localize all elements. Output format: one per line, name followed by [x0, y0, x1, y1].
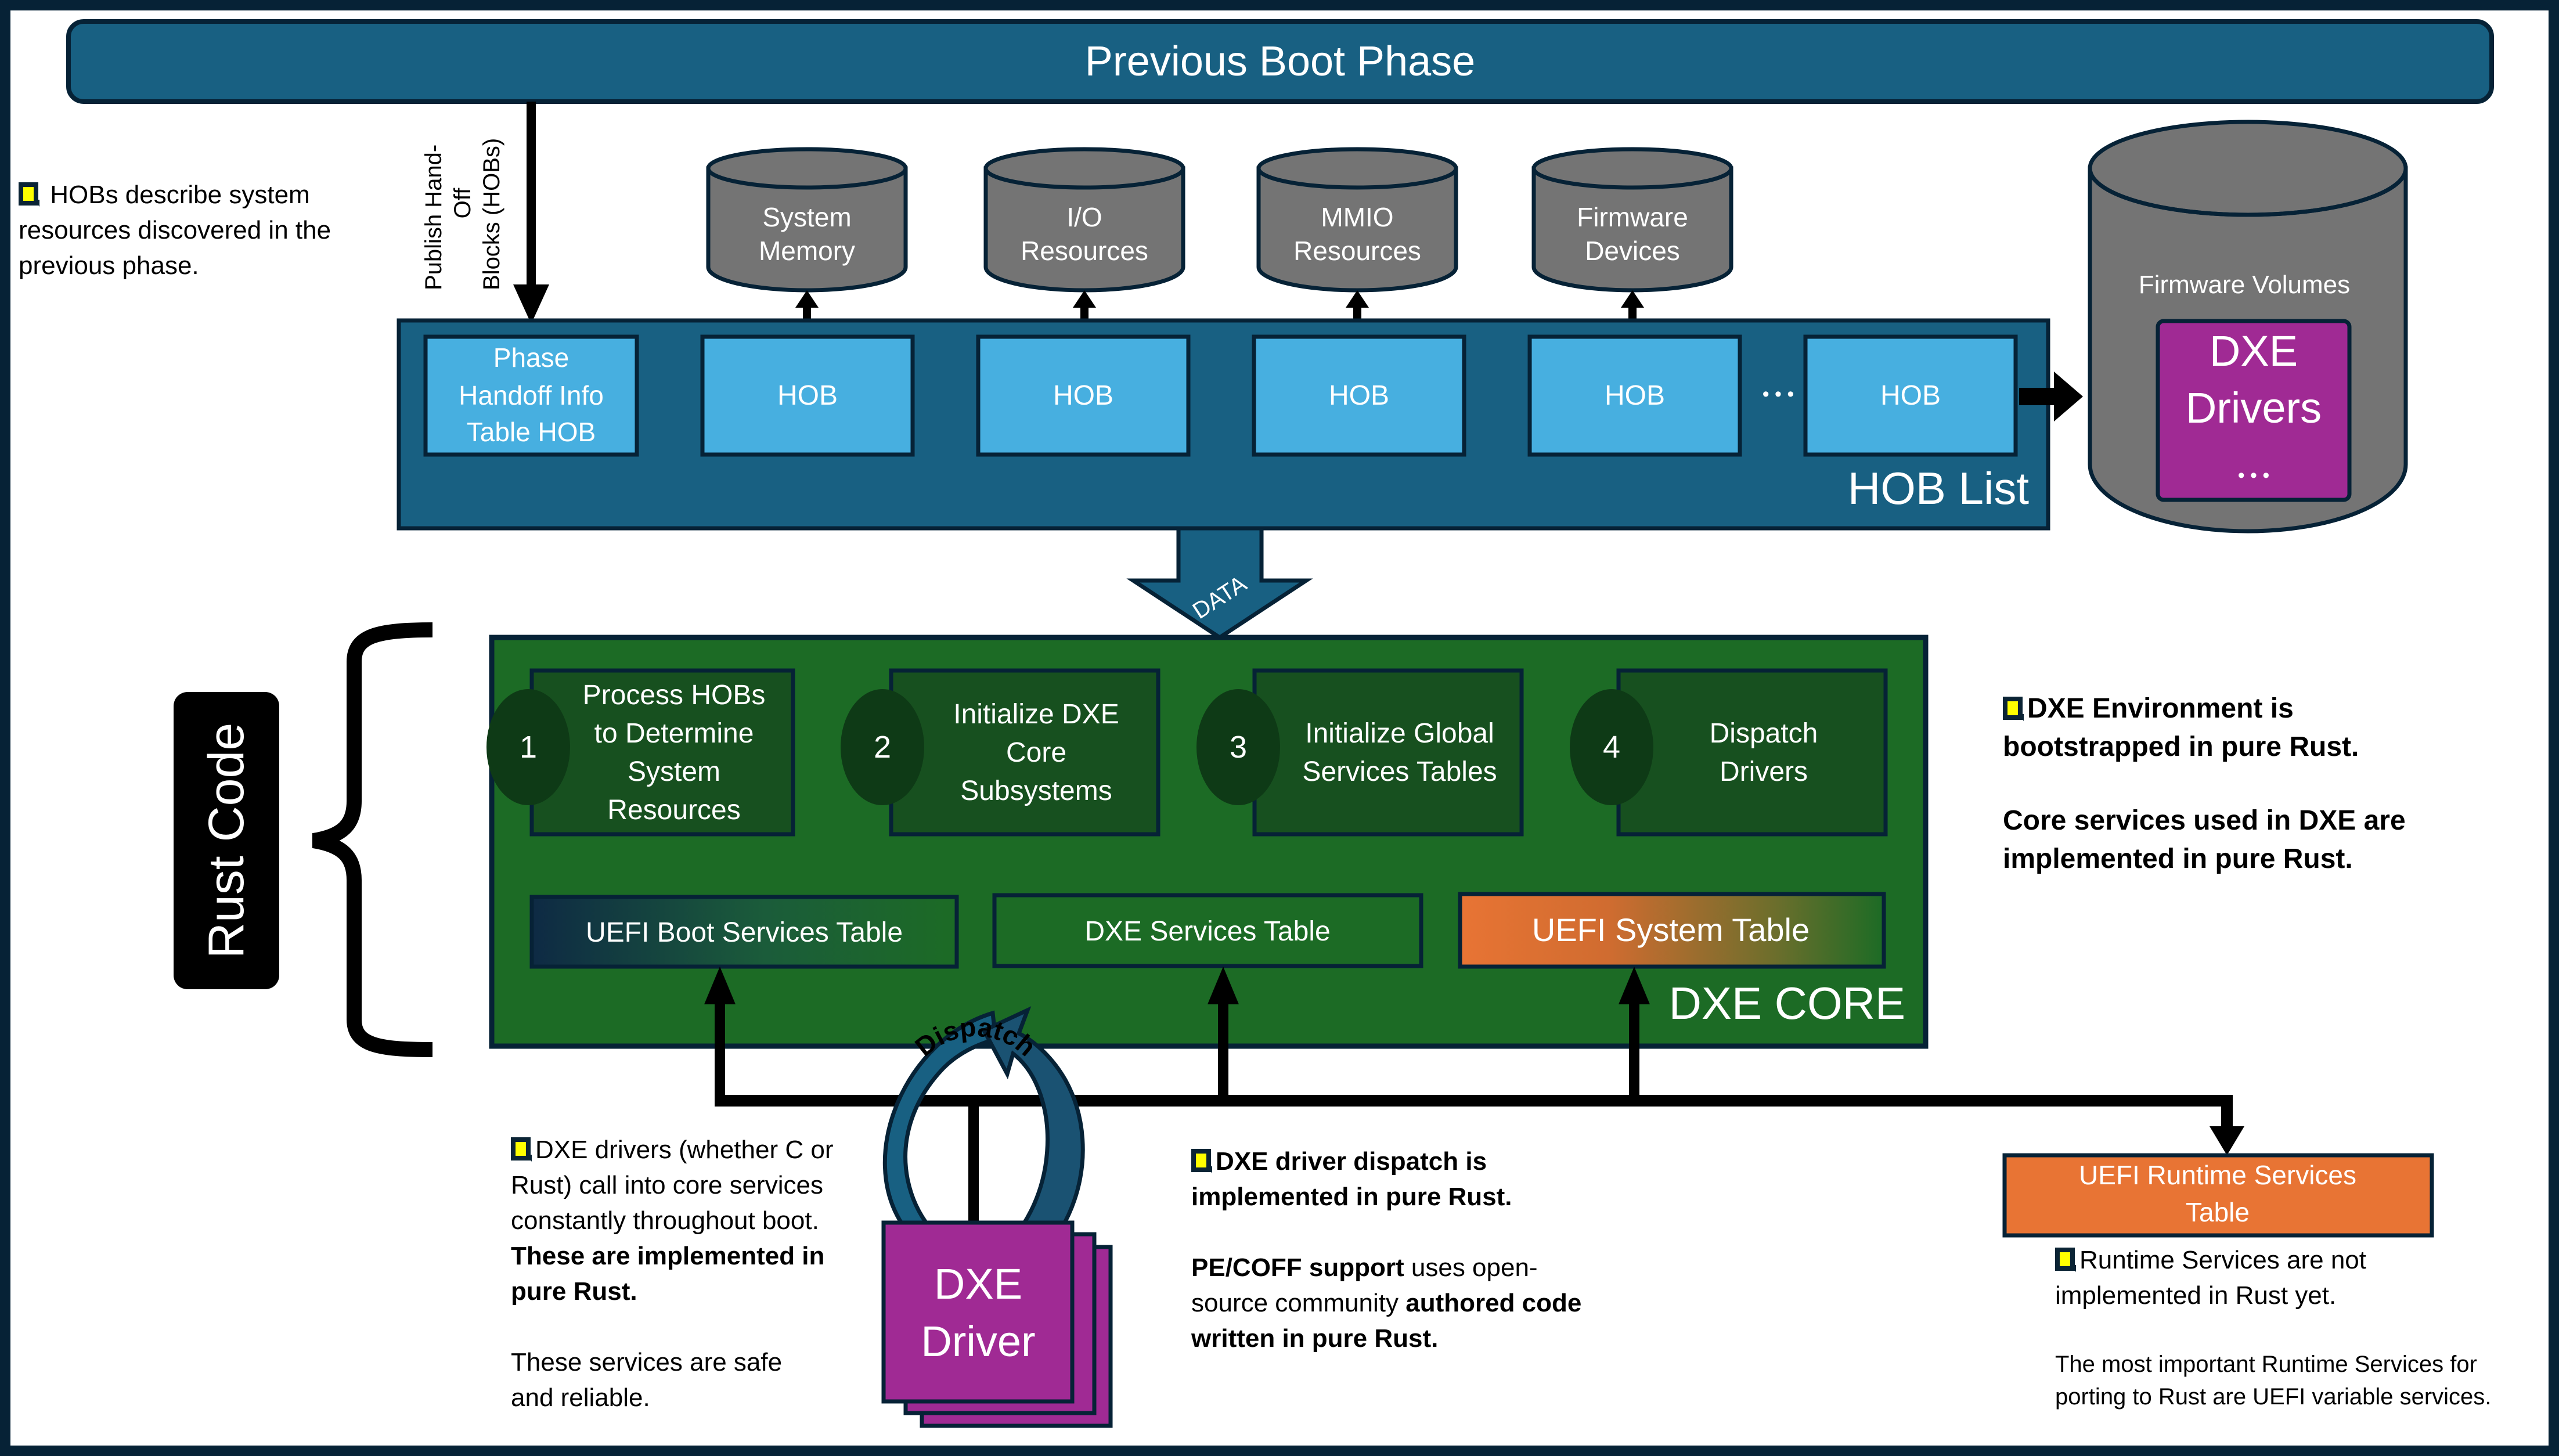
hob-box[interactable]: HOB	[976, 334, 1191, 457]
fv-arrow	[2019, 372, 2083, 421]
svg-text:Resources: Resources	[1293, 236, 1421, 266]
step-number-circle	[1196, 689, 1280, 805]
hob-ellipsis: • • •	[1763, 383, 1794, 405]
svg-text:Publish Hand-: Publish Hand-	[421, 145, 446, 290]
runtime-small-note: The most important Runtime Services for …	[2055, 1352, 2492, 1410]
svg-text:UEFI Runtime Services: UEFI Runtime Services	[2079, 1160, 2356, 1190]
svg-text:UEFI System Table: UEFI System Table	[1532, 911, 1810, 948]
sticky-note-icon	[1191, 1149, 1212, 1173]
dxe-services-table[interactable]: DXE Services Table	[992, 893, 1423, 968]
svg-text:HOB: HOB	[1053, 380, 1113, 411]
svg-text:Table: Table	[2186, 1197, 2250, 1227]
phit-hob[interactable]: Phase Handoff Info Table HOB	[423, 334, 639, 457]
svg-text:MMIO: MMIO	[1321, 202, 1393, 232]
publish-hobs-arrow	[513, 102, 549, 324]
hob-note: HOBs describe system resources discovere…	[19, 181, 331, 280]
dxe-drivers-box[interactable]: DXE Drivers • • •	[2156, 319, 2352, 502]
svg-text:DXE: DXE	[2210, 327, 2298, 375]
svg-text:Dispatch: Dispatch	[1710, 718, 1818, 749]
svg-text:System: System	[762, 202, 851, 232]
firmware-volumes-label: Firmware Volumes	[2139, 271, 2350, 299]
svg-text:Drivers: Drivers	[2186, 384, 2322, 432]
publish-hobs-label: Publish Hand- Off Blocks (HOBs)	[421, 138, 504, 290]
uefi-system-table[interactable]: UEFI System Table	[1458, 892, 1886, 969]
svg-text:Table HOB: Table HOB	[467, 417, 596, 447]
svg-text:System: System	[628, 756, 720, 787]
sticky-note-icon	[19, 182, 39, 207]
svg-text:Off: Off	[450, 188, 475, 219]
hob-list-label: HOB List	[1848, 463, 2029, 514]
svg-text:HOB: HOB	[777, 380, 838, 411]
svg-text:HOB: HOB	[1880, 380, 1941, 411]
svg-text:Resources: Resources	[1021, 236, 1148, 266]
svg-text:Blocks (HOBs): Blocks (HOBs)	[479, 138, 504, 290]
runtime-note: Runtime Services are not implemented in …	[2055, 1246, 2366, 1310]
hob-box[interactable]: HOB	[700, 334, 915, 457]
svg-text:Drivers: Drivers	[1720, 756, 1808, 787]
hob-box[interactable]: HOB	[1527, 334, 1742, 457]
svg-text:Initialize DXE: Initialize DXE	[953, 699, 1119, 730]
svg-text:Devices: Devices	[1585, 236, 1680, 266]
svg-text:Handoff Info: Handoff Info	[459, 380, 604, 410]
svg-text:3: 3	[1230, 730, 1247, 765]
sticky-note-icon	[511, 1137, 532, 1162]
svg-text:4: 4	[1603, 730, 1620, 765]
drivers-note: DXE drivers (whether C or Rust) call int…	[511, 1136, 834, 1412]
hob-boxes: HOB HOB HOB HOB HOB	[700, 334, 2018, 457]
dispatch-note: DXE driver dispatch is implemented in pu…	[1191, 1147, 1582, 1353]
svg-text:UEFI Boot Services Table: UEFI Boot Services Table	[586, 917, 903, 948]
step-number-circle	[486, 689, 570, 805]
resource-cylinder[interactable]: MMIO Resources	[1256, 147, 1458, 293]
svg-text:I/O: I/O	[1066, 202, 1102, 232]
data-arrow: DATA	[1126, 526, 1313, 640]
svg-text:Process HOBs: Process HOBs	[583, 680, 766, 711]
svg-text:Firmware: Firmware	[1577, 202, 1688, 232]
sticky-note-icon	[2055, 1248, 2076, 1272]
hob-box[interactable]: HOB	[1803, 334, 2018, 457]
svg-text:Services Tables: Services Tables	[1302, 756, 1497, 787]
hob-list: HOB List	[397, 318, 2050, 531]
service-call-arrows	[704, 967, 2244, 1225]
step-number-circle	[841, 689, 924, 805]
uefi-runtime-services-table[interactable]: UEFI Runtime Services Table	[2002, 1153, 2434, 1238]
rust-code-brace	[312, 622, 433, 1057]
dxe-core-label: DXE CORE	[1669, 978, 1905, 1029]
svg-text:Resources: Resources	[607, 795, 740, 826]
svg-text:HOB: HOB	[1329, 380, 1389, 411]
svg-text:DXE Services Table: DXE Services Table	[1084, 916, 1330, 947]
svg-text:Memory: Memory	[759, 236, 855, 266]
svg-text:Subsystems: Subsystems	[960, 776, 1112, 806]
svg-text:to Determine: to Determine	[594, 718, 754, 749]
dxe-core-steps: 1 Process HOBs to DetermineSystemResources…	[486, 668, 1888, 837]
svg-text:Phase: Phase	[493, 343, 569, 373]
dxe-driver[interactable]: DXE Driver	[881, 1220, 1113, 1428]
rust-code-badge: Rust Code	[174, 692, 279, 989]
previous-boot-phase-title: Previous Boot Phase	[1085, 38, 1475, 85]
previous-boot-phase: Previous Boot Phase	[66, 19, 2494, 104]
svg-text:1: 1	[520, 730, 537, 765]
svg-text:Core: Core	[1006, 737, 1066, 768]
sticky-note-icon	[2003, 697, 2024, 721]
resource-cylinder[interactable]: I/O Resources	[983, 147, 1185, 293]
svg-text:HOB: HOB	[1605, 380, 1665, 411]
svg-text:Driver: Driver	[921, 1317, 1035, 1365]
svg-text:2: 2	[874, 730, 891, 765]
svg-text:Rust Code: Rust Code	[199, 723, 254, 958]
svg-text:Initialize Global: Initialize Global	[1305, 718, 1494, 749]
step-number-circle	[1570, 689, 1653, 805]
svg-text:• • •: • • •	[2238, 464, 2270, 486]
dxe-env-note: DXE Environment is bootstrapped in pure …	[2003, 693, 2406, 874]
hob-box[interactable]: HOB	[1252, 334, 1466, 457]
uefi-boot-services-table[interactable]: UEFI Boot Services Table	[529, 895, 959, 969]
svg-text:DXE: DXE	[934, 1260, 1022, 1308]
